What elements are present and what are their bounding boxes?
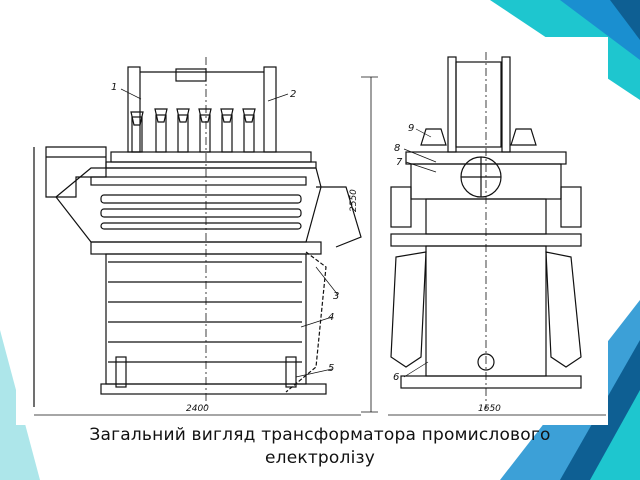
callout-3: 3 <box>333 291 339 302</box>
dimension-front-width: 2400 <box>186 404 209 414</box>
callout-1: 1 <box>111 82 117 93</box>
callout-5: 5 <box>328 363 334 374</box>
callout-8: 8 <box>394 143 400 154</box>
dimension-height: 2550 <box>349 189 359 212</box>
callout-2: 2 <box>290 89 296 100</box>
callout-7: 7 <box>396 157 403 168</box>
callout-4: 4 <box>328 312 334 323</box>
callout-9: 9 <box>408 123 414 134</box>
transformer-drawing: 1 2 3 4 5 6 7 8 9 2400 1650 2550 <box>16 37 608 425</box>
figure-caption: Загальний вигляд трансформатора промисло… <box>89 425 551 468</box>
callout-6: 6 <box>393 372 399 383</box>
dimension-side-width: 1650 <box>478 404 501 414</box>
